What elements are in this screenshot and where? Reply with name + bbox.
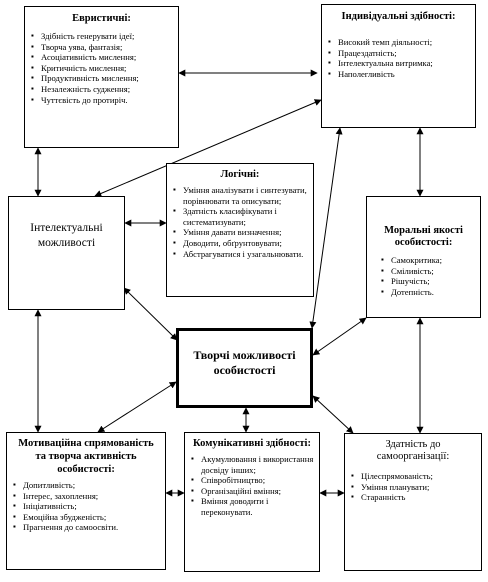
selforg-box: Здатність до самоорганізації: Цілеспрямо… [344,433,482,571]
list-item: Акумулювання і використання досвіду інши… [191,454,315,475]
list-item: Вміння доводити і переконувати. [191,496,315,517]
center-box: Творчі можливості особистості [176,328,313,408]
list-item: Доводити, обґрунтовувати; [173,238,309,249]
list-item: Чуттєвість до протиріч. [31,95,174,106]
list-item: Емоційна збудженість; [13,512,161,523]
heuristic-box: Евристичні: Здібність генерувати ідеї; Т… [24,6,179,148]
list-item: Абстрагуватися і узагальнювати. [173,249,309,260]
list-item: Інтерес, захоплення; [13,491,161,502]
list-item: Творча уява, фантазія; [31,42,174,53]
list-item: Допитливість; [13,480,161,491]
list-item: Наполегливість [328,69,471,80]
logical-title: Логічні: [220,169,260,180]
heuristic-list: Здібність генерувати ідеї; Творча уява, … [25,31,178,105]
edge-center-selforg [312,395,354,434]
list-item: Здібність генерувати ідеї; [31,31,174,42]
individual-list: Високий темп діяльності; Працездатність;… [322,37,475,79]
list-item: Здатність класифікувати і систематизуват… [173,206,309,227]
moral-list: Самокритика; Сміливість; Рішучість; Доте… [367,255,480,297]
communicative-title: Комунікативні здібності: [193,438,311,449]
moral-title: Моральні якості особистості: [384,225,463,248]
list-item: Уміння давати визначення; [173,227,309,238]
intellectual-box: Інтелектуальні можливості [8,196,125,310]
list-item: Незалежність судження; [31,84,174,95]
edge-individual-intellectual [94,99,322,197]
moral-box: Моральні якості особистості: Самокритика… [366,196,481,318]
list-item: Інтелектуальна витримка; [328,58,471,69]
list-item: Уміння аналізувати і синтезувати, порівн… [173,185,309,206]
list-item: Працездатність; [328,48,471,59]
heuristic-title: Евристичні: [72,13,131,24]
list-item: Дотепність. [381,287,476,298]
communicative-list: Акумулювання і використання досвіду інши… [185,454,319,518]
list-item: Критичність мислення; [31,63,174,74]
center-title: Творчі можливості особистості [193,348,296,377]
list-item: Організаційні вміння; [191,486,315,497]
selforg-list: Цілеспрямованість; Уміння планувати; Ста… [345,471,481,503]
logical-list: Уміння аналізувати і синтезувати, порівн… [167,185,313,259]
motivational-title: Мотиваційна спрямованість та творча акти… [18,438,154,475]
list-item: Високий темп діяльності; [328,37,471,48]
motivational-box: Мотиваційна спрямованість та творча акти… [6,432,166,570]
motivational-list: Допитливість; Інтерес, захоплення; Ініці… [7,480,165,533]
list-item: Ініціативність; [13,501,161,512]
list-item: Прагнення до самоосвіти. [13,522,161,533]
list-item: Цілеспрямованість; [351,471,477,482]
selforg-title: Здатність до самоорганізації: [376,439,450,462]
logical-box: Логічні: Уміння аналізувати і синтезуват… [166,163,314,297]
list-item: Старанність [351,492,477,503]
edge-individual-center [309,127,343,329]
list-item: Рішучість; [381,276,476,287]
list-item: Уміння планувати; [351,482,477,493]
edge-intellectual-center [123,287,178,341]
edge-moral-center [312,317,367,356]
list-item: Співробітництво; [191,475,315,486]
individual-title: Індивідуальні здібності: [341,11,456,22]
intellectual-title: Інтелектуальні можливості [30,222,103,249]
communicative-box: Комунікативні здібності: Акумулювання і … [184,432,320,572]
list-item: Сміливість; [381,266,476,277]
individual-box: Індивідуальні здібності: Високий темп ді… [321,4,476,128]
list-item: Асоціативність мислення; [31,52,174,63]
list-item: Продуктивність мислення; [31,73,174,84]
list-item: Самокритика; [381,255,476,266]
edge-center-motivational [97,381,177,433]
